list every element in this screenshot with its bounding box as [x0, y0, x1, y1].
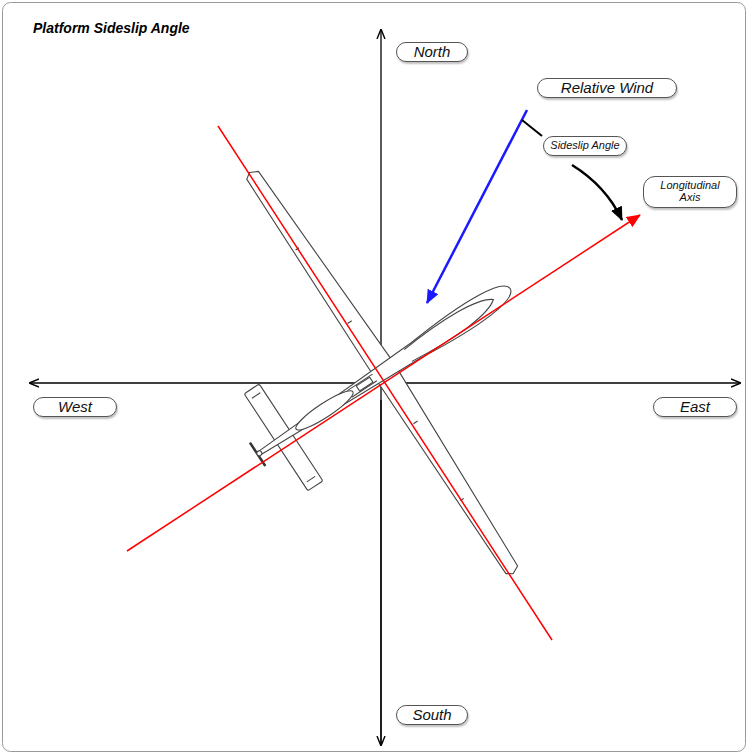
- frame: [3, 3, 746, 752]
- south-axis: [380, 400, 381, 745]
- pill-text: Sideslip Angle: [550, 140, 620, 152]
- wing: [243, 164, 527, 578]
- north-label: North: [396, 42, 468, 63]
- relative-wind-arrow: [427, 110, 527, 303]
- lateral-axis-line: [218, 126, 552, 640]
- aircraft: [125, 88, 641, 655]
- south-label: South: [396, 705, 468, 726]
- pill-text: Relative Wind: [548, 80, 666, 96]
- axis-label: Longitudinal Axis: [643, 176, 737, 207]
- fuselage: [252, 278, 516, 464]
- pill-text: South: [407, 707, 457, 723]
- west-label: West: [33, 397, 117, 418]
- pill-text: East: [664, 399, 726, 415]
- diagram-title: Platform Sideslip Angle: [33, 20, 190, 36]
- engine: [292, 386, 357, 435]
- east-label: East: [653, 397, 737, 418]
- pill-text: Longitudinal Axis: [650, 180, 730, 203]
- sideslip-arc-arrow: [572, 165, 622, 220]
- pill-text: North: [407, 44, 457, 60]
- pill-text: West: [44, 399, 106, 415]
- wind-label: Relative Wind: [537, 78, 677, 99]
- sideslip-label: Sideslip Angle: [543, 136, 627, 156]
- longitudinal-axis-line: [127, 215, 640, 551]
- west-axis: [30, 382, 381, 383]
- sideslip-leader: [522, 120, 542, 136]
- east-axis: [381, 382, 740, 383]
